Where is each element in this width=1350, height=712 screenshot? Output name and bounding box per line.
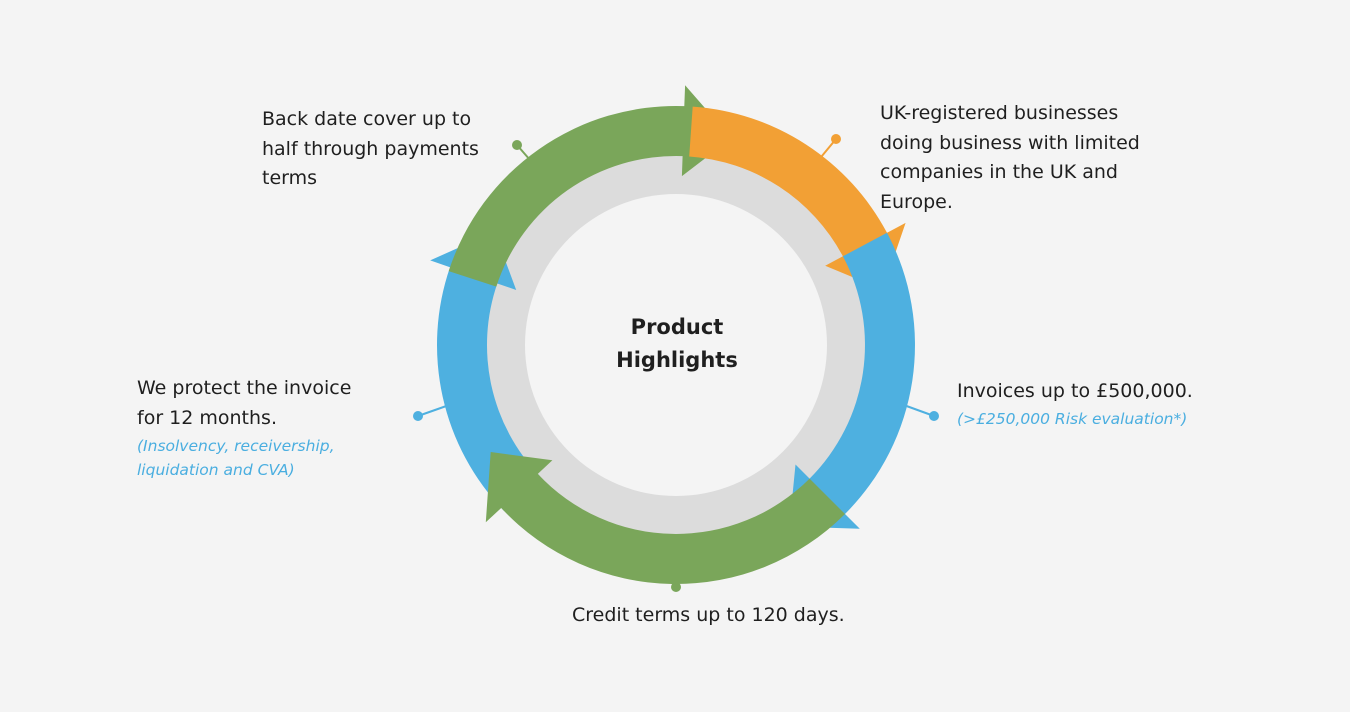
arrow-band-right-blue: [789, 232, 915, 529]
connector-dot-invoices: [929, 411, 939, 421]
connectors: [413, 134, 939, 592]
highlight-protect-invoice-note-line-2: liquidation and CVA): [137, 461, 295, 479]
highlight-uk-businesses-line-3: companies in the UK and: [880, 161, 1118, 183]
connector-dot-protect-invoice: [413, 411, 423, 421]
connector-dot-uk-businesses: [831, 134, 841, 144]
highlight-invoices-note: (>£250,000 Risk evaluation*): [957, 407, 1187, 431]
highlight-protect-invoice: We protect the invoice for 12 months.: [137, 374, 351, 433]
connector-dot-back-date: [512, 140, 522, 150]
center-title-line-2: Highlights: [616, 348, 738, 372]
inner-disc: [525, 194, 827, 496]
highlight-protect-invoice-note: (Insolvency, receivership, liquidation a…: [137, 434, 335, 482]
center-title: Product Highlights: [577, 311, 777, 377]
arrow-band-right-orange: [689, 106, 906, 290]
highlight-protect-invoice-line-1: We protect the invoice: [137, 377, 352, 399]
highlight-back-date-line-3: terms: [262, 167, 318, 189]
highlight-uk-businesses-line-2: doing business with limited: [880, 131, 1140, 154]
connector-dot-credit-terms: [671, 582, 681, 592]
highlight-back-date: Back date cover up to half through payme…: [262, 105, 479, 194]
highlight-protect-invoice-line-2: for 12 months.: [137, 406, 277, 429]
highlight-invoices-line-1: Invoices up to £500,000.: [957, 380, 1193, 402]
highlight-uk-businesses-line-4: Europe.: [880, 190, 953, 213]
arrow-bands: [430, 85, 915, 585]
highlight-back-date-line-2: half through payments: [262, 137, 479, 160]
highlight-invoices-note-line-1: (>£250,000 Risk evaluation*): [957, 410, 1188, 428]
arrow-band-left-blue: [430, 231, 540, 511]
highlight-back-date-line-1: Back date cover up to: [262, 108, 472, 130]
center-title-line-1: Product: [630, 315, 724, 339]
highlight-uk-businesses-line-1: UK-registered businesses: [880, 102, 1119, 124]
highlight-protect-invoice-note-line-1: (Insolvency, receivership,: [137, 437, 335, 455]
arrow-band-bottom-green: [485, 452, 845, 585]
highlight-credit-terms-line-1: Credit terms up to 120 days.: [572, 604, 845, 626]
highlight-credit-terms: Credit terms up to 120 days.: [572, 601, 845, 631]
highlight-invoices: Invoices up to £500,000.: [957, 377, 1193, 407]
highlight-uk-businesses: UK-registered businesses doing business …: [880, 99, 1140, 217]
arrow-band-top-green: [448, 85, 732, 287]
